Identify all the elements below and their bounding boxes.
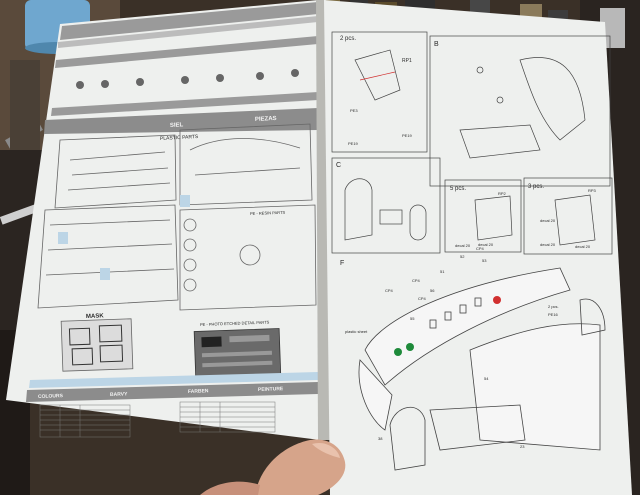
mask-label: MASK [86,313,105,320]
header-siel: SIEL [170,122,184,129]
header-farben: FARBEN [188,388,209,395]
header-piezas: PIEZAS [255,116,277,123]
colours-header-bar [26,382,318,402]
label-55: 55 [410,316,415,321]
right-page: 2 pcs. RP1 B PE3 PE19 PE19 C 5 pcs. [324,0,632,495]
decal-20-d: decal 20 [575,244,591,249]
left-page: SIEL PIEZAS PLASTIC PARTS [6,0,320,440]
label-2pcs: 2 pcs. [548,304,559,309]
label-pe19-a: PE19 [348,141,359,146]
label-cp4-b: CP4 [412,278,421,283]
label-23: 23 [520,444,525,449]
header-text-group: SIEL PIEZAS [170,116,277,129]
label-54: 54 [484,376,489,381]
step-e-panel: 3 pcs. RP3 decal 20 decal 20 decal 20 de… [478,177,613,255]
step-c-panel: C [331,157,441,254]
hand-thumb [200,439,346,495]
sprue-b [179,123,313,206]
header-barvy: BARVY [110,391,128,398]
step-d-count: 5 pcs. [450,186,466,192]
photo-etched-fret [193,328,282,382]
label-rp1: RP1 [402,58,412,64]
decal-20-b: decal 20 [540,218,556,223]
plastic-parts-label: PLASTIC PARTS [160,134,199,142]
header-colours: COLOURS [38,393,64,400]
label-cp4-c: CP4 [418,296,427,301]
step-f-letter: F [340,260,344,267]
step-c-letter: C [336,162,341,169]
step-b-letter: B [434,41,439,48]
label-rp3: RP3 [588,188,597,193]
sprue-a [54,134,177,209]
decal-20-c: decal 20 [540,242,556,247]
fuselage-labels: CP4 CP4 CP4 CP4 51 52 53 54 55 56 2 pcs.… [345,246,559,449]
label-pe19-b: PE19 [402,133,413,138]
step-f-fuselage: F [340,260,606,471]
wing-sprue [37,204,179,309]
step-e-count: 3 pcs. [528,184,544,190]
label-52: 52 [460,254,465,259]
step-a-panel: 2 pcs. RP1 [331,31,428,153]
colour-table-right [179,401,276,433]
pe-parts-panel: PE3 PE19 PE19 [348,108,413,146]
mask-sheet [60,318,134,372]
label-cp4-d: CP4 [476,246,485,251]
label-56: 56 [430,288,435,293]
tools-left [0,60,43,225]
label-pe3: PE3 [350,108,358,113]
label-51: 51 [440,269,445,274]
label-plastic-sheet: plastic sheet [345,329,368,334]
step-a-count: 2 pcs. [340,36,356,42]
instruction-icons-row [76,69,299,89]
label-53: 53 [482,258,487,263]
photo-etched-label: PE - PHOTO ETCHED DETAIL PARTS [200,320,270,327]
step-b-panel: B [429,35,611,187]
resin-parts [179,195,317,311]
decal-20-a: decal 20 [455,243,471,248]
label-pe16: PE16 [548,312,559,317]
label-cp4-a: CP4 [385,288,394,293]
colour-table-left [39,404,131,438]
label-rp2: RP2 [498,191,507,196]
label-38: 38 [378,436,383,441]
header-peinture: PEINTURE [258,386,284,393]
step-d-panel: 5 pcs. RP2 decal 20 [444,179,522,253]
resin-parts-label: PE - RESIN PARTS [250,210,286,216]
blue-note-strip [29,372,318,388]
decal-20-e: decal 20 [478,242,494,247]
